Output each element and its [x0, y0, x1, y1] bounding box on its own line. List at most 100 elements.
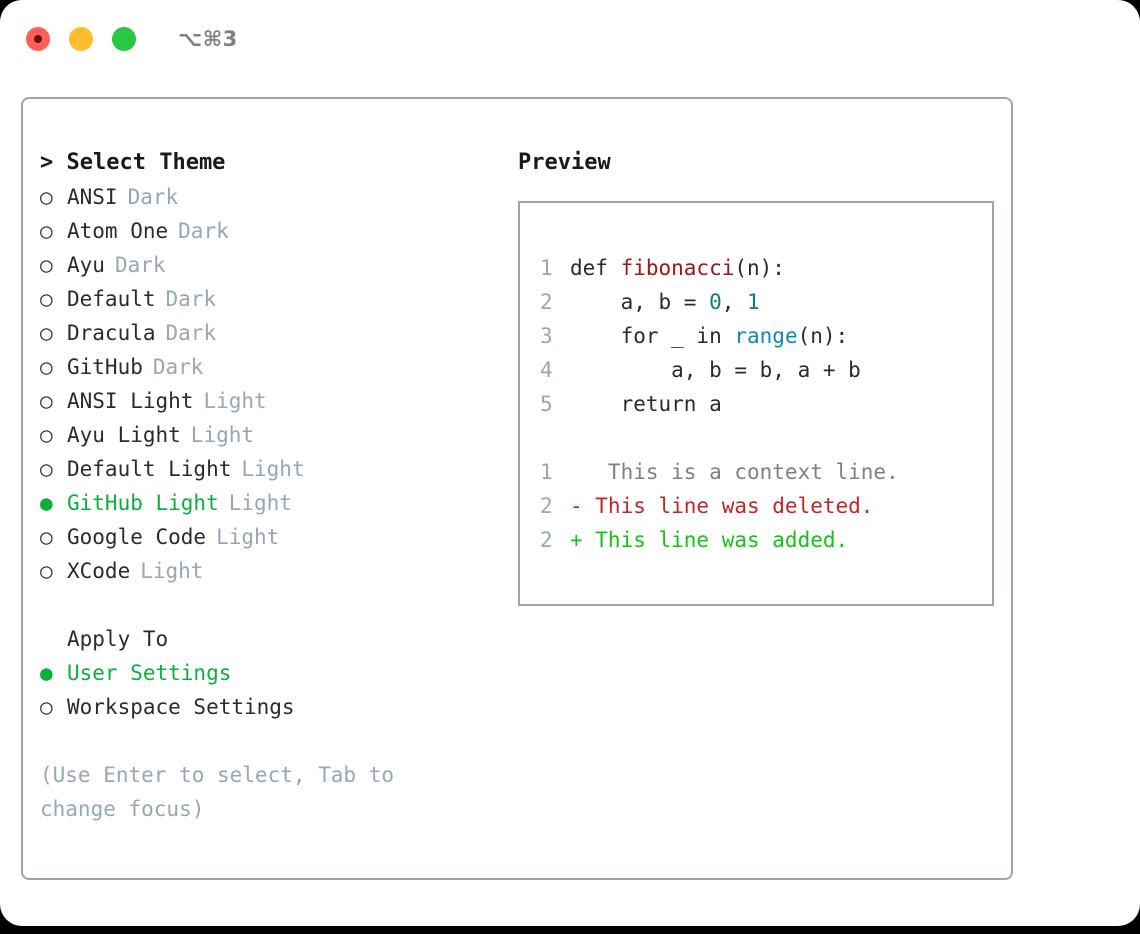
theme-option-label: Atom One	[67, 219, 169, 243]
apply-to-option-user-settings[interactable]: ● User Settings	[40, 656, 502, 690]
theme-variant-badge: Light	[203, 389, 267, 413]
theme-option-ansi-light[interactable]: ○ ANSI Light Light	[40, 384, 502, 418]
code-token-plain: return a	[570, 392, 722, 416]
radio-unselected-icon: ○	[40, 423, 53, 447]
title-bar: ⌥⌘3	[0, 0, 1140, 78]
line-number: 3	[540, 324, 553, 348]
diff-line-context: 1 This is a context line.	[540, 455, 992, 489]
radio-unselected-icon: ○	[40, 559, 53, 583]
theme-option-label: Google Code	[67, 525, 207, 549]
keyboard-shortcut-label: ⌥⌘3	[178, 27, 238, 51]
line-number: 1	[540, 256, 553, 280]
diff-line-text: - This line was deleted.	[570, 494, 874, 518]
radio-unselected-icon: ○	[40, 457, 53, 481]
code-line: 4 a, b = b, a + b	[540, 353, 992, 387]
code-token-num: 1	[747, 290, 760, 314]
theme-option-label: GitHub Light	[67, 491, 219, 515]
code-line: 5 return a	[540, 387, 992, 421]
theme-option-label: Dracula	[67, 321, 156, 345]
preview-heading: Preview	[518, 150, 611, 175]
theme-variant-badge: Dark	[114, 253, 166, 277]
code-token-plain: (n):	[734, 256, 785, 280]
radio-selected-icon: ●	[40, 491, 53, 515]
line-number: 4	[540, 358, 553, 382]
radio-unselected-icon: ○	[40, 389, 53, 413]
theme-option-label: Default Light	[67, 457, 232, 481]
radio-selected-icon: ●	[40, 661, 53, 685]
radio-unselected-icon: ○	[40, 525, 53, 549]
list-spacer	[40, 588, 502, 622]
theme-variant-badge: Dark	[165, 287, 217, 311]
window-controls	[26, 27, 136, 51]
diff-line-deleted: 2 - This line was deleted.	[540, 489, 992, 523]
select-theme-heading: > Select Theme	[40, 150, 226, 175]
theme-variant-badge: Light	[241, 457, 305, 481]
radio-unselected-icon: ○	[40, 695, 53, 719]
theme-variant-badge: Dark	[165, 321, 217, 345]
diff-line-added: 2 + This line was added.	[540, 523, 992, 557]
minimize-button[interactable]	[69, 27, 93, 51]
theme-option-ayu-light[interactable]: ○ Ayu Light Light	[40, 418, 502, 452]
theme-variant-badge: Dark	[127, 185, 179, 209]
code-token-num: 0	[709, 290, 722, 314]
line-number: 2	[540, 290, 553, 314]
code-token-plain: (n):	[797, 324, 849, 348]
radio-unselected-icon: ○	[40, 355, 53, 379]
radio-unselected-icon: ○	[40, 253, 53, 277]
theme-option-default-light[interactable]: ○ Default Light Light	[40, 452, 502, 486]
theme-option-label: Default	[67, 287, 156, 311]
line-number: 2	[540, 528, 553, 552]
theme-variant-badge: Light	[190, 423, 255, 447]
theme-option-label: ANSI Light	[67, 389, 194, 413]
theme-option-label: ANSI	[67, 185, 118, 209]
theme-variant-badge: Dark	[178, 219, 229, 243]
radio-unselected-icon: ○	[40, 321, 53, 345]
code-token-plain: ,	[721, 290, 748, 314]
code-line: 3 for _ in range(n):	[540, 319, 992, 353]
radio-unselected-icon: ○	[40, 219, 53, 243]
code-token-plain: def	[570, 256, 621, 280]
code-gap	[540, 421, 992, 455]
code-token-call: range	[734, 324, 798, 348]
line-number: 1	[540, 460, 553, 484]
theme-option-label: XCode	[67, 559, 131, 583]
diff-sample: 1 This is a context line. 2 - This line wa…	[540, 455, 992, 557]
code-line: 1 def fibonacci(n):	[540, 251, 992, 285]
maximize-button[interactable]	[112, 27, 136, 51]
line-number: 5	[540, 392, 553, 416]
theme-option-xcode[interactable]: ○ XCode Light	[40, 554, 502, 588]
close-button[interactable]	[26, 27, 50, 51]
line-number: 2	[540, 494, 553, 518]
theme-option-label: Ayu Light	[67, 423, 181, 447]
diff-line-text: This is a context line.	[570, 460, 899, 484]
keyboard-hint-text: (Use Enter to select, Tab to change focu…	[40, 763, 407, 821]
theme-variant-badge: Light	[216, 525, 280, 549]
code-token-fn: fibonacci	[620, 256, 735, 280]
diff-line-text: + This line was added.	[570, 528, 849, 552]
theme-option-ansi[interactable]: ○ ANSI Dark	[40, 180, 502, 214]
apply-to-option-workspace-settings[interactable]: ○Workspace Settings	[40, 690, 502, 724]
apply-to-heading: Apply To	[67, 627, 169, 651]
theme-option-github-light[interactable]: ● GitHub Light Light	[40, 486, 502, 520]
theme-option-google-code[interactable]: ○ Google Code Light	[40, 520, 502, 554]
theme-variant-badge: Light	[228, 491, 292, 515]
theme-option-atom-one[interactable]: ○ Atom One Dark	[40, 214, 502, 248]
code-token-plain: a, b = b, a + b	[570, 358, 861, 382]
theme-variant-badge: Dark	[152, 355, 204, 379]
theme-option-dracula[interactable]: ○ Dracula Dark	[40, 316, 502, 350]
code-line: 2 a, b = 0, 1	[540, 285, 992, 319]
apply-to-list: ● User Settings ○Workspace Settings	[40, 656, 502, 724]
apply-to-option-label: User Settings	[67, 661, 232, 685]
theme-variant-badge: Light	[140, 559, 204, 583]
radio-unselected-icon: ○	[40, 185, 53, 209]
